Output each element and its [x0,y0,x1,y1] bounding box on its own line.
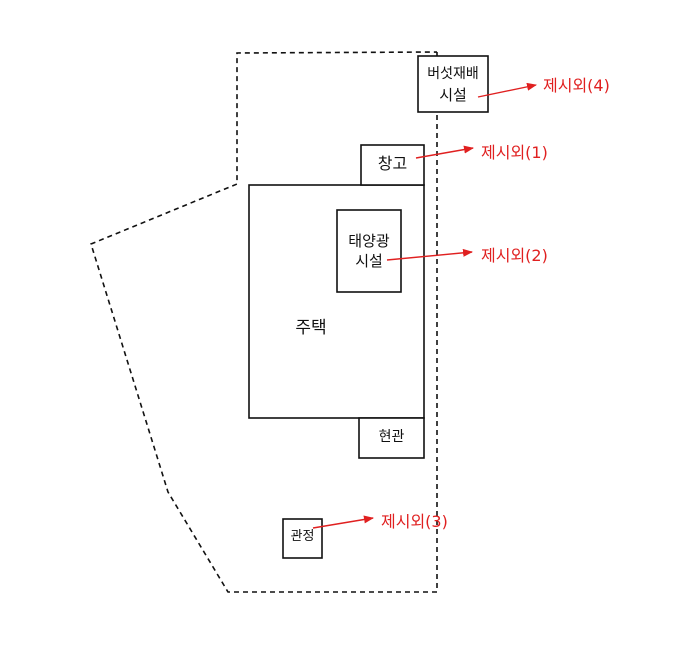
solar-facility-label-line2: 시설 [355,252,383,270]
solar-note-arrow [386,248,473,261]
mushroom-facility-label-line1: 버섯재배 [427,66,479,82]
main-house-label: 주택 [295,318,327,338]
pavilion-annotation: 제시외(3) [381,512,448,531]
mushroom-note-arrow [477,82,537,98]
solar-facility-label-line1: 태양광 [348,232,390,250]
warehouse-annotation: 제시외(1) [481,143,548,162]
mushroom-annotation: 제시외(4) [543,76,610,95]
solar-facility-outline [336,209,402,293]
warehouse-outline [360,144,425,186]
warehouse-note-arrow [415,145,474,159]
entrance-label: 현관 [378,429,405,445]
warehouse-label: 창고 [377,154,408,173]
pavilion-label: 관정 [290,529,315,544]
entrance-outline [358,417,425,459]
mushroom-facility-outline [417,55,489,113]
pavilion-note-arrow [312,515,374,529]
mushroom-facility-label-line2: 시설 [439,86,467,104]
pavilion-outline [282,518,323,559]
solar-annotation: 제시외(2) [481,246,548,265]
main-house-outline [248,184,425,419]
